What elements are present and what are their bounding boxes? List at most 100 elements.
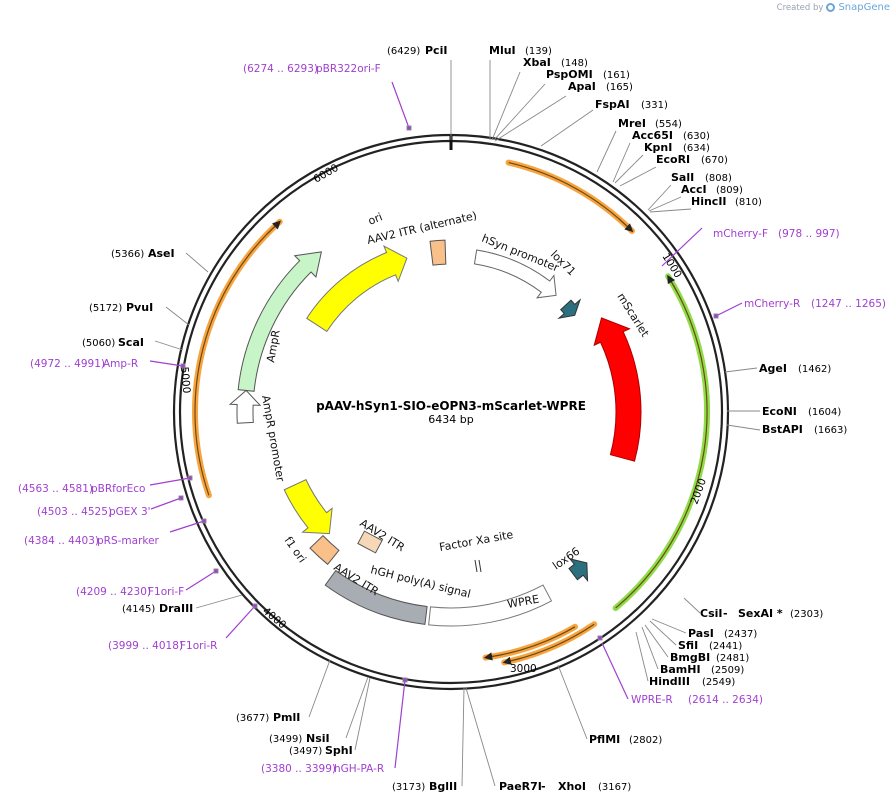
site-label: PvuI (126, 301, 153, 314)
site-label: HindIII (649, 675, 690, 688)
site-leader-line (647, 184, 672, 211)
site-leader-line (619, 166, 657, 187)
site-leader-line (195, 594, 243, 609)
feature-label-ampr-promoter: AmpR promoter (259, 394, 287, 483)
site-pos: (331) (641, 100, 668, 111)
arc-green-right-arrowhead (667, 274, 678, 293)
feature-mscarlet (593, 317, 642, 462)
site-label: NsiI (306, 732, 330, 745)
feature-f1-ori (283, 478, 333, 535)
arc-bottom-2-arrowhead (483, 652, 503, 661)
feature-label-wpre: WPRE (506, 593, 540, 611)
feature-label-aav2-itr-alt: AAV2 ITR (alternate) (366, 209, 478, 247)
site-leader-line (649, 620, 677, 646)
site-label: PmlI (273, 711, 300, 724)
site-label: HincII (691, 195, 727, 208)
site-leader-line (165, 306, 190, 326)
feature-ori (306, 244, 408, 333)
site-pos: (2481) (716, 653, 749, 664)
site-label: AccI (681, 183, 707, 196)
snapgene-name: SnapGene (838, 2, 890, 13)
site-leader-line (644, 624, 669, 658)
primer-marker (597, 635, 603, 641)
site-pos: (809) (716, 185, 743, 196)
feature-label-ori: ori (366, 210, 384, 227)
feature-label-ampr: AmpR (264, 329, 283, 364)
site-label: MluI (489, 44, 516, 57)
feature-ampr-promoter (228, 389, 262, 424)
site-label: FspAI (595, 98, 630, 111)
primer-label: WPRE-R (631, 694, 673, 706)
primer-label: pBRforEco (91, 483, 145, 495)
feature-lox66 (568, 558, 589, 583)
primer-label: hGH-PA-R (334, 763, 384, 775)
primer-marker (402, 677, 408, 683)
site-leader-line (635, 631, 649, 682)
primer-label: mCherry-F (713, 228, 768, 240)
primer-marker (406, 125, 412, 131)
site-label: ScaI (118, 336, 144, 349)
site-pos: (161) (603, 70, 630, 81)
site-leader-line (345, 676, 369, 739)
arc-left-arrowhead (266, 220, 281, 235)
feature-lox71 (557, 298, 582, 319)
site-label: PspOMI (546, 68, 593, 81)
site-leader-line (724, 367, 758, 373)
feature-factor-xa-site (478, 559, 482, 573)
site-leader-line (465, 687, 496, 787)
snapgene-logo-icon (826, 3, 836, 12)
primer-leader-line (150, 497, 182, 510)
site-leader-line (491, 71, 521, 141)
site-leader-line (354, 677, 371, 751)
arc-bottom-1-arrowhead (502, 656, 522, 665)
site-pos: (1462) (798, 364, 831, 375)
site-label: EcoNI (762, 405, 797, 418)
site-pos: (1604) (808, 407, 841, 418)
site-pos: (630) (683, 131, 710, 142)
feature-aav2-itr-left (309, 534, 340, 566)
site-pos: (3173) (392, 782, 425, 793)
primer-label: F1ori-R (180, 640, 217, 652)
site-leader-line (494, 95, 567, 142)
site-pos: (4145) (122, 604, 155, 615)
arc-green-right (615, 275, 708, 609)
site-leader-line (461, 687, 465, 787)
primer-range: (4503 .. 4525) (37, 506, 112, 518)
site-pos: (3499) (269, 734, 302, 745)
arc-left (194, 221, 281, 496)
site-leader-line (641, 626, 659, 670)
site-label: XbaI (523, 56, 551, 69)
site-label: MreI (618, 117, 646, 130)
site-sep: - (723, 607, 728, 620)
primer-label: mCherry-R (744, 298, 800, 310)
site-pos: (808) (705, 173, 732, 184)
primer-leader-line (149, 360, 184, 367)
site-pos: (810) (735, 197, 762, 208)
primer-marker (180, 363, 186, 369)
feature-wpre (428, 584, 553, 627)
primer-range: (4384 .. 4403) (24, 535, 99, 547)
primer-label: pRS-marker (97, 535, 160, 547)
arc-top-right-halo (505, 159, 635, 234)
primer-label: pGEX 3' (109, 506, 151, 518)
site-leader-line (612, 142, 631, 183)
site-leader-line (614, 154, 644, 184)
site-label: BglII (429, 780, 457, 793)
site-pos: (2509) (711, 665, 744, 676)
site-pos: (5366) (111, 249, 144, 260)
primer-marker (713, 313, 719, 319)
site-pos: (634) (683, 143, 710, 154)
feature-factor-xa-site (474, 559, 478, 573)
primer-leader-line (225, 605, 256, 639)
primer-leader-line (185, 570, 217, 591)
site-leader-line (651, 618, 687, 634)
feature-label-factor-xa: Factor Xa site (438, 528, 514, 554)
site-leader-line (154, 340, 184, 351)
site-leader-line (308, 659, 331, 718)
site-label: CsiI (700, 607, 722, 620)
tick-4000: 4000 (260, 605, 288, 631)
primer-leader-line (149, 477, 191, 486)
site-pos: (2441) (709, 641, 742, 652)
site-pos: (1663) (814, 425, 847, 436)
